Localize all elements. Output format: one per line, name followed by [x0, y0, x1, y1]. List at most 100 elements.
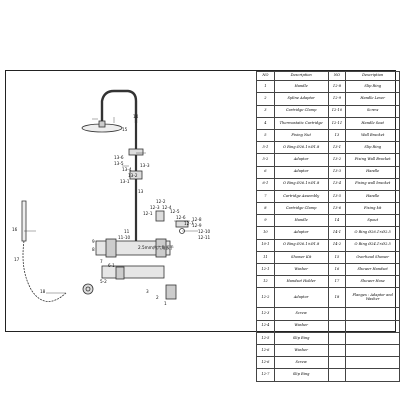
- part-number-left: 5-2: [256, 153, 275, 167]
- callout-12-1: 12-1: [143, 211, 153, 216]
- callout-18: 18: [40, 289, 46, 294]
- callout-16: 16: [12, 227, 18, 232]
- flange-inner: [85, 286, 91, 292]
- callout-12-9: 12-9: [192, 223, 202, 228]
- part-number-right: 14: [327, 214, 347, 228]
- callout-15: 15: [122, 127, 128, 132]
- part-number-right: [327, 331, 347, 345]
- spout-arm: [100, 89, 138, 123]
- header-description-left: Description: [273, 70, 329, 82]
- callout-1: 1: [164, 301, 167, 306]
- part-number-left: 11: [256, 250, 275, 265]
- part-number-left: 12-1: [256, 262, 275, 277]
- callout-3: 3: [146, 289, 149, 294]
- part-description-left: Adaptor: [273, 287, 329, 309]
- handle-left: [105, 238, 117, 258]
- part-description-right: Wall Bracket: [345, 128, 400, 143]
- callout-17: 17: [14, 257, 20, 262]
- part-number-right: 12-11: [327, 116, 347, 130]
- part-number-right: 18: [327, 287, 347, 309]
- part-description-left: Adaptor: [273, 153, 329, 167]
- callout-7: 7: [100, 259, 103, 264]
- part-number-right: 13-6: [327, 202, 347, 216]
- part-description-right: Overhead Shower: [345, 250, 400, 265]
- part-description-left: Cartridge Assembly: [273, 189, 329, 204]
- callout-12-3: 12-3: [150, 205, 160, 210]
- part-number-left: 5-1: [256, 141, 275, 155]
- part-description-right: [345, 319, 400, 333]
- callout-13-6: 13-6: [114, 155, 124, 160]
- part-description-left: Shower Kit: [273, 250, 329, 265]
- callout-14: 14: [133, 114, 139, 119]
- callout-12-6: 12-6: [176, 215, 186, 220]
- part-description-right: Handle Lever: [345, 92, 400, 106]
- part-description-right: Shower Handset: [345, 262, 400, 277]
- part-number-left: 5: [256, 128, 275, 143]
- part-number-left: 12: [256, 275, 275, 289]
- callout-2: 2: [156, 295, 159, 300]
- part-description-left: O Ring Ø26.1×Ø1.8: [273, 141, 329, 155]
- part-description-left: Thermostatic Cartridge: [273, 116, 329, 130]
- callout-12-5: 12-5: [170, 209, 180, 214]
- part-number-left: 9: [256, 214, 275, 228]
- callout-12-7: 12-7: [184, 221, 194, 226]
- part-number-left: 12-5: [256, 331, 275, 345]
- part-number-left: 8: [256, 202, 275, 216]
- part-description-left: Spline Adaptor: [273, 92, 329, 106]
- part-number-right: [327, 343, 347, 358]
- parts-table-header-row: NO Description NO Description: [256, 70, 400, 82]
- part-number-right: 16: [327, 262, 347, 277]
- part-number-left: 12-6: [256, 356, 275, 370]
- part-description-right: [345, 331, 400, 345]
- part-description-right: Shower Hose: [345, 275, 400, 289]
- part-number-right: [327, 356, 347, 370]
- part-number-left: 12-4: [256, 319, 275, 333]
- callout-13-1: 13-1: [120, 179, 130, 184]
- part-number-left: 3: [256, 104, 275, 118]
- part-number-right: 13-5: [327, 189, 347, 204]
- callout-12-11: 12-11: [198, 235, 211, 240]
- part-number-left: 6: [256, 165, 275, 179]
- part-description-right: Slip Ring: [345, 80, 400, 94]
- part-number-right: 13-1: [327, 141, 347, 155]
- slider-bracket: [129, 170, 143, 180]
- callout-13-4: 13-4: [122, 167, 132, 172]
- part-description-left: Cartridge Clamp: [273, 104, 329, 118]
- callout-13-3: 13-3: [140, 163, 150, 168]
- part-number-right: 13-3: [327, 165, 347, 179]
- part-description-right: [345, 307, 400, 321]
- part-number-right: 14-2: [327, 238, 347, 252]
- shower-head-connector: [98, 120, 106, 128]
- flange: [82, 283, 94, 295]
- header-no-right: NO: [327, 70, 347, 82]
- part-description-right: Fixing kit: [345, 202, 400, 216]
- part-description-right: [345, 356, 400, 370]
- part-number-right: 13-2: [327, 153, 347, 167]
- part-description-right: Screw: [345, 104, 400, 118]
- part-description-left: Screw: [273, 356, 329, 370]
- part-number-left: 7: [256, 189, 275, 204]
- part-description-left: Screw: [273, 307, 329, 321]
- callout-5-2: 5-2: [100, 279, 107, 284]
- part-description-left: Slip Ring: [273, 331, 329, 345]
- part-number-right: 14-1: [327, 226, 347, 240]
- part-description-left: Washer: [273, 343, 329, 358]
- part-number-right: 12-9: [327, 92, 347, 106]
- callout-9: 9: [92, 239, 95, 244]
- callout-13-5: 13-5: [114, 161, 124, 166]
- callout-12-10: 12-10: [198, 229, 211, 234]
- part-number-right: 15: [327, 250, 347, 265]
